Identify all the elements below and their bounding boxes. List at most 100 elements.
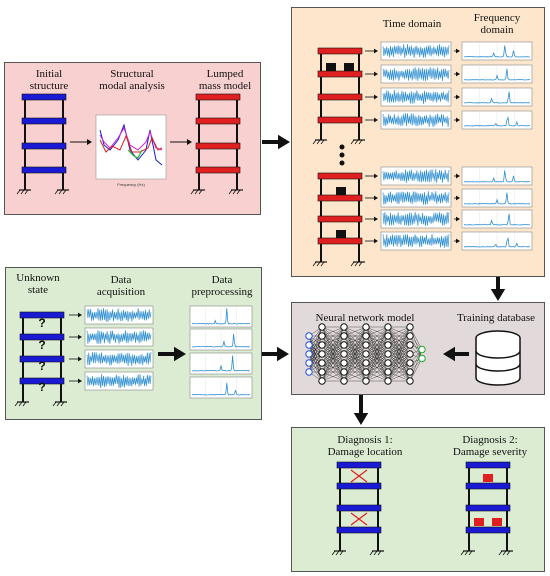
frame-floor-slab (195, 166, 241, 174)
frame-structure (14, 311, 67, 407)
nn-connection (343, 353, 367, 382)
nn-node (305, 350, 313, 358)
spectrum-line (463, 91, 531, 104)
time-domain-label: Time domain (382, 18, 442, 30)
ground-hatch (506, 550, 511, 556)
time-signal-plot (380, 87, 452, 107)
frame-floor-slab (195, 117, 241, 125)
time-signal-plot (84, 371, 154, 391)
freq-spectrum-plot (189, 352, 253, 375)
nn-connection (308, 326, 323, 364)
nn-connection (365, 326, 389, 364)
ground-hatch (320, 261, 325, 267)
nn-connection (343, 326, 367, 337)
small-arrow (365, 173, 378, 179)
frequency-domain-line1: Frequency (473, 12, 521, 24)
nn-connection (365, 362, 389, 382)
small-arrow (365, 238, 378, 244)
freq-spectrum-plot (461, 231, 533, 251)
frame-floor-slab (465, 461, 511, 469)
nn-connection (409, 349, 423, 382)
frame-floor-slab (317, 70, 363, 78)
modal-curve-blue (99, 123, 163, 166)
damage-cross-mark (350, 469, 368, 483)
nn-connection (343, 335, 367, 382)
modal-analysis-line1: Structural (110, 68, 154, 80)
arrow-head (456, 48, 460, 54)
nn-node (362, 332, 370, 340)
small-arrow (69, 312, 82, 318)
frame-structure (460, 461, 513, 556)
arrow-head (374, 195, 378, 201)
frame-structure (331, 461, 384, 556)
neural-network-drawing (305, 323, 426, 385)
training-database-label: Training database (456, 312, 536, 324)
small-arrow (454, 195, 460, 201)
ground-hatch (236, 189, 241, 195)
flow-arrows (158, 134, 506, 425)
frame-floor-slab (21, 93, 67, 101)
small-arrow (70, 139, 92, 145)
arrow-head (277, 346, 289, 362)
small-arrow (365, 71, 378, 77)
arrow-head (374, 216, 378, 222)
nn-node (406, 323, 414, 331)
nn-connection (365, 371, 389, 382)
ground-hatch (194, 189, 199, 195)
time-signal-plot (84, 327, 154, 347)
ground-hatch (358, 139, 363, 145)
time-signal-plot (380, 41, 452, 61)
frame-floor-slab (19, 355, 65, 363)
nn-node (362, 359, 370, 367)
ground-hatch (316, 139, 321, 145)
frame-floor-slab (21, 166, 67, 174)
frame-structures: ???? (14, 47, 513, 556)
lumped-mass-line2: mass model (198, 80, 252, 92)
arrow-head (374, 238, 378, 244)
nn-connection (365, 326, 389, 373)
frequency-domain-line2: domain (480, 24, 514, 36)
ground-hatch (339, 550, 344, 556)
spectrum-line (463, 213, 531, 226)
nn-node (362, 323, 370, 331)
nn-node (305, 341, 313, 349)
spectrum-line (191, 382, 251, 396)
small-arrow (365, 117, 378, 123)
small-arrow (69, 378, 82, 384)
arrow-head (374, 48, 378, 54)
freq-spectrum-plot (461, 64, 533, 84)
time-signal-plot (380, 188, 452, 208)
nn-node (340, 350, 348, 358)
time-signal-plot (84, 349, 154, 369)
database-ring1 (475, 350, 521, 359)
frame-floor-slab (465, 526, 511, 534)
nn-node (384, 350, 392, 358)
small-arrow (454, 48, 460, 54)
nn-connection (343, 362, 367, 382)
ground-hatch (377, 550, 382, 556)
nn-connection (387, 326, 411, 373)
time-signal-line (382, 191, 450, 205)
small-arrow (365, 94, 378, 100)
nn-node (384, 332, 392, 340)
arrow-head (490, 289, 506, 301)
nn-node (362, 341, 370, 349)
nn-node (305, 332, 313, 340)
nn-connection (321, 326, 345, 364)
nn-connection (387, 353, 411, 382)
frame-floor-slab (195, 93, 241, 101)
arrow-head (374, 117, 378, 123)
modal-plot-frame (95, 114, 167, 180)
ground-hatch (190, 189, 195, 195)
nn-connection (387, 335, 411, 382)
ground-hatch (232, 189, 237, 195)
time-signal-line (86, 308, 152, 322)
nn-connection (321, 344, 345, 382)
spectrum-line (191, 308, 251, 325)
time-signal-line (382, 44, 450, 58)
ground-hatch (502, 550, 507, 556)
arrow-head (374, 173, 378, 179)
nn-connection (365, 326, 389, 355)
time-signal-plot (380, 110, 452, 130)
nn-connection (321, 326, 345, 355)
